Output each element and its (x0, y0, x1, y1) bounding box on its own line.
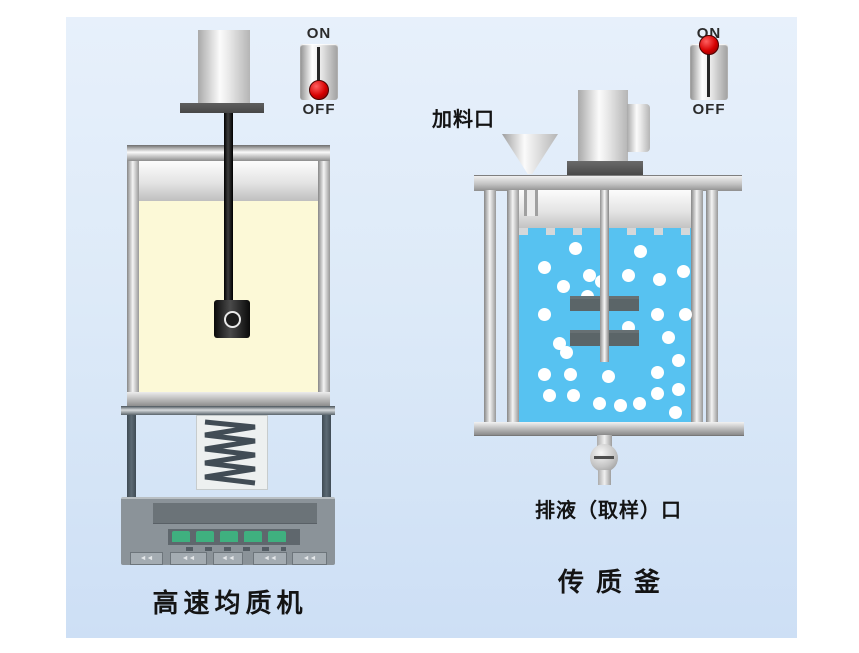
bubble-icon (672, 383, 686, 397)
bubble-icon (582, 268, 596, 282)
bubble-icon (543, 389, 557, 403)
bubble-icon (537, 307, 551, 321)
base-recess (153, 503, 317, 524)
homogenizer-shaft (224, 113, 233, 305)
bubble-icon (622, 268, 636, 282)
stand-leg-right (322, 415, 331, 499)
switch-slot (707, 47, 710, 97)
homogenizer-motor (198, 30, 250, 103)
kettle-base-plate (474, 422, 744, 436)
stand-bar (121, 406, 335, 415)
support-spring (196, 415, 268, 490)
bubble-icon (661, 330, 675, 344)
switch-knob-icon[interactable] (309, 80, 329, 100)
bubble-icon (537, 260, 551, 274)
control-base (121, 497, 335, 565)
led-segment-icon (196, 531, 214, 542)
kettle-switch[interactable]: ON OFF (684, 25, 734, 120)
feed-port-label: 加料口 (432, 109, 495, 131)
bubble-icon (601, 369, 615, 383)
homogenizer-vessel-wall-left (127, 161, 139, 392)
panel-button[interactable] (130, 552, 163, 565)
bubble-icon (560, 346, 574, 360)
bubble-icon (653, 272, 667, 286)
panel-button[interactable] (292, 552, 327, 565)
valve-stem-lower (598, 470, 611, 485)
drain-port-label: 排液（取样）口 (535, 500, 682, 522)
panel-button[interactable] (253, 552, 287, 565)
valve-slot (594, 456, 614, 459)
kettle-motor-base (567, 161, 643, 176)
led-display (168, 529, 300, 545)
kettle-wall-right (691, 190, 703, 423)
switch-knob-icon[interactable] (699, 35, 719, 55)
homogenizer-name-label: 高速均质机 (152, 589, 308, 618)
frame-leg-right (706, 190, 718, 423)
led-segment-icon (220, 531, 238, 542)
led-segment-icon (268, 531, 286, 542)
bubble-icon (677, 264, 691, 278)
bubble-icon (568, 241, 582, 255)
bubble-icon (556, 280, 570, 294)
bubble-icon (567, 389, 581, 403)
switch-slot (317, 47, 320, 97)
panel-button[interactable] (213, 552, 243, 565)
homogenizer-vessel-bottom (127, 392, 330, 406)
bubble-icon (613, 398, 627, 412)
homogenizer-vessel-wall-right (318, 161, 330, 392)
drain-valve-icon[interactable] (590, 444, 618, 472)
kettle-name-label: 传质釜 (557, 568, 672, 597)
bubble-icon (634, 245, 648, 259)
stand-leg-left (127, 415, 136, 499)
on-label: ON (306, 25, 332, 42)
off-label: OFF (692, 101, 726, 118)
bubble-icon (592, 396, 606, 410)
bubble-icon (651, 365, 665, 379)
stirrer-shaft (600, 190, 609, 362)
feed-pipe (524, 190, 538, 216)
spring-zigzag-icon (204, 419, 256, 486)
bubble-icon (537, 367, 551, 381)
off-label: OFF (302, 101, 336, 118)
dispersing-head-ring-icon (224, 311, 241, 328)
frame-leg-left (484, 190, 496, 423)
kettle-wall-left (507, 190, 519, 423)
bubble-icon (651, 387, 665, 401)
display-tick-marks (186, 547, 286, 551)
led-segment-icon (172, 531, 190, 542)
panel-button[interactable] (170, 552, 207, 565)
bubble-icon (672, 354, 686, 368)
motor-mount-plate (180, 103, 264, 113)
homogenizer-dispersing-head (214, 300, 250, 338)
bubble-icon (678, 307, 692, 321)
bubble-icon (651, 307, 665, 321)
kettle-motor (578, 90, 628, 164)
motor-side-box (627, 104, 650, 152)
kettle-lid (474, 175, 742, 191)
homogenizer-switch[interactable]: ON OFF (294, 25, 344, 120)
led-segment-icon (244, 531, 262, 542)
bubble-icon (632, 396, 646, 410)
switch-slider-body[interactable] (300, 44, 338, 100)
bubble-icon (668, 406, 682, 420)
bubble-icon (563, 367, 577, 381)
